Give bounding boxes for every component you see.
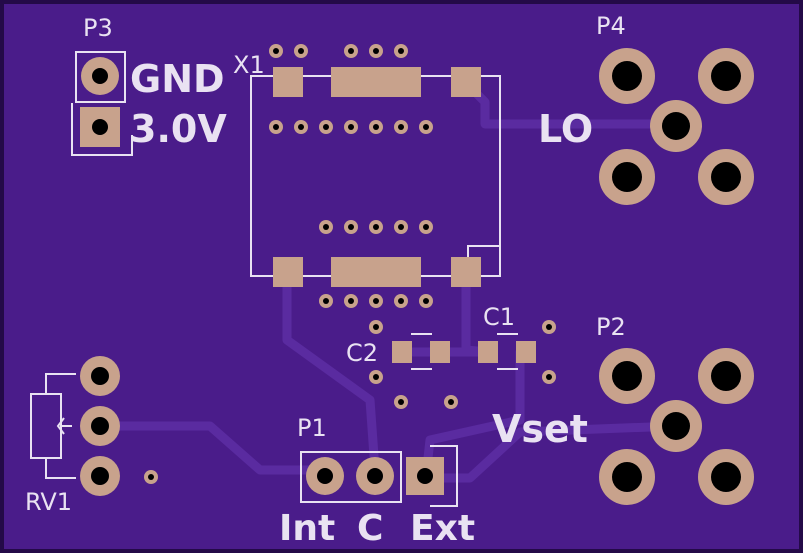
label-int: Int bbox=[279, 508, 335, 549]
rv1-hole-2 bbox=[91, 417, 109, 435]
silkscreen-labels: P3 GND 3.0V X1 P4 LO C1 C2 P2 Vset P1 In… bbox=[25, 12, 626, 549]
via-hole-10 bbox=[398, 124, 404, 130]
p3-hole-1 bbox=[92, 68, 108, 84]
via-hole-13 bbox=[348, 224, 354, 230]
label-c1: C1 bbox=[483, 303, 515, 331]
vias bbox=[144, 44, 556, 484]
via-hole-7 bbox=[323, 124, 329, 130]
trace-rv1 bbox=[95, 421, 329, 475]
via-hole-14 bbox=[373, 224, 379, 230]
p4-hole-tl bbox=[612, 61, 642, 91]
via-hole-1 bbox=[298, 48, 304, 54]
via-hole-11 bbox=[423, 124, 429, 130]
label-x1: X1 bbox=[233, 51, 265, 79]
label-p1: P1 bbox=[297, 414, 327, 442]
x1-pad-bc bbox=[331, 257, 421, 287]
component-x1 bbox=[250, 67, 501, 287]
capacitor-c1 bbox=[478, 333, 536, 370]
label-3v0: 3.0V bbox=[130, 107, 227, 151]
label-rv1: RV1 bbox=[25, 488, 72, 516]
rv1-hole-1 bbox=[91, 367, 109, 385]
via-hole-28 bbox=[148, 474, 154, 480]
label-vset: Vset bbox=[492, 407, 588, 451]
connector-p3 bbox=[71, 51, 133, 156]
via-hole-5 bbox=[273, 124, 279, 130]
via-hole-8 bbox=[348, 124, 354, 130]
via-hole-0 bbox=[273, 48, 279, 54]
p2-hole-br bbox=[711, 462, 741, 492]
x1-pad-br bbox=[451, 257, 481, 287]
via-hole-15 bbox=[398, 224, 404, 230]
p2-hole-tr bbox=[711, 361, 741, 391]
connector-p1 bbox=[300, 445, 458, 507]
potentiometer-rv1 bbox=[30, 356, 120, 496]
p2-hole-bl bbox=[612, 462, 642, 492]
label-c2: C2 bbox=[346, 339, 378, 367]
label-c: C bbox=[357, 508, 383, 549]
label-p4: P4 bbox=[596, 12, 626, 40]
p1-hole-1 bbox=[317, 468, 333, 484]
p2-hole-tl bbox=[612, 361, 642, 391]
via-hole-27 bbox=[546, 374, 552, 380]
label-p2: P2 bbox=[596, 313, 626, 341]
x1-pad-tr bbox=[451, 67, 481, 97]
via-hole-18 bbox=[348, 298, 354, 304]
via-hole-24 bbox=[398, 399, 404, 405]
x1-pad-tl bbox=[273, 67, 303, 97]
via-hole-9 bbox=[373, 124, 379, 130]
p4-hole-c bbox=[662, 112, 690, 140]
capacitor-c2 bbox=[392, 333, 450, 370]
c1-pad-1 bbox=[478, 341, 498, 363]
trace-vset bbox=[421, 421, 681, 483]
p1-hole-3 bbox=[417, 468, 433, 484]
via-hole-23 bbox=[373, 374, 379, 380]
label-ext: Ext bbox=[410, 508, 475, 549]
via-hole-16 bbox=[423, 224, 429, 230]
label-p3: P3 bbox=[83, 14, 113, 42]
label-lo: LO bbox=[538, 107, 593, 151]
c2-pad-1 bbox=[392, 341, 412, 363]
p1-bracket bbox=[430, 445, 458, 507]
p4-hole-br bbox=[711, 162, 741, 192]
via-hole-2 bbox=[348, 48, 354, 54]
p1-hole-2 bbox=[367, 468, 383, 484]
x1-pad-bl bbox=[273, 257, 303, 287]
via-hole-20 bbox=[398, 298, 404, 304]
via-hole-26 bbox=[546, 324, 552, 330]
connector-p2 bbox=[599, 348, 754, 505]
p3-outline bbox=[75, 51, 126, 103]
x1-pad-tc bbox=[331, 67, 421, 97]
via-hole-25 bbox=[448, 399, 454, 405]
via-hole-3 bbox=[373, 48, 379, 54]
via-hole-19 bbox=[373, 298, 379, 304]
p1-outline bbox=[300, 451, 402, 503]
c1-pad-2 bbox=[516, 341, 536, 363]
p4-hole-bl bbox=[612, 162, 642, 192]
rv1-wiper bbox=[45, 373, 76, 479]
via-hole-4 bbox=[398, 48, 404, 54]
p2-hole-c bbox=[662, 412, 690, 440]
rv1-hole-3 bbox=[91, 467, 109, 485]
c2-pad-2 bbox=[430, 341, 450, 363]
trace-x1-c2 bbox=[282, 263, 380, 475]
p3-hole-2 bbox=[92, 119, 108, 135]
label-gnd: GND bbox=[130, 57, 225, 101]
via-hole-22 bbox=[373, 324, 379, 330]
p4-hole-tr bbox=[711, 61, 741, 91]
connector-p4 bbox=[599, 48, 754, 205]
via-hole-17 bbox=[323, 298, 329, 304]
via-hole-12 bbox=[323, 224, 329, 230]
p3-bracket bbox=[71, 103, 133, 156]
via-hole-6 bbox=[298, 124, 304, 130]
via-hole-21 bbox=[423, 298, 429, 304]
